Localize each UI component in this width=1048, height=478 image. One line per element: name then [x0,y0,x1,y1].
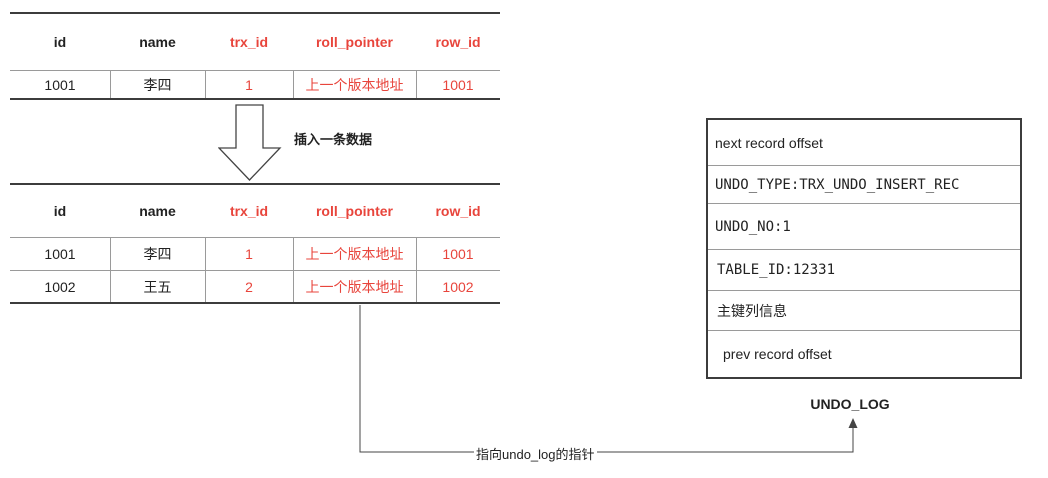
col-divider [416,71,417,98]
undo-field-next-offset: next record offset [708,120,1020,166]
undo-log-title: UNDO_LOG [810,396,890,412]
down-arrow-icon [218,104,282,181]
col-divider [110,71,111,98]
table-top-border [10,183,500,185]
table-header-row: id name trx_id roll_pointer row_id [10,185,500,237]
col-divider [293,238,294,302]
col-divider [416,238,417,302]
col-divider [205,238,206,302]
arrow-head-icon [848,418,858,428]
table-row: 1001 李四 1 上一个版本地址 1001 [10,238,500,270]
cell-row-id: 1001 [442,76,474,93]
col-divider [293,71,294,98]
header-divider [10,70,500,71]
header-trx-id: trx_id [229,34,269,50]
undo-field-type: UNDO_TYPE:TRX_UNDO_INSERT_REC [708,166,1020,204]
table-top-border [10,12,500,14]
cell-trx-id: 1 [245,76,253,93]
header-name: name [139,34,176,50]
undo-field-no: UNDO_NO:1 [708,204,1020,250]
header-roll-pointer: roll_pointer [315,203,393,219]
cell-id: 1002 [44,278,76,295]
cell-name: 王五 [143,278,172,295]
header-name: name [139,203,176,219]
table-header-row: id name trx_id roll_pointer row_id [10,14,500,70]
cell-trx-id: 1 [245,246,253,262]
table-row: 1002 王五 2 上一个版本地址 1002 [10,271,500,302]
cell-name: 李四 [143,76,172,93]
cell-row-id: 1002 [442,278,474,295]
table-after-insert: id name trx_id roll_pointer row_id 1001 … [10,183,500,305]
pointer-label: 指向undo_log的指针 [474,444,597,463]
row-divider [10,270,500,271]
header-trx-id: trx_id [229,203,269,219]
header-row-id: row_id [435,203,481,219]
insert-caption: 插入一条数据 [294,132,373,147]
undo-field-primary-key: 主键列信息 [708,291,1020,331]
cell-row-id: 1001 [442,246,474,262]
cell-roll-pointer: 上一个版本地址 [305,246,404,262]
table-bottom-border [10,302,500,304]
header-row-id: row_id [435,34,481,50]
cell-name: 李四 [143,246,172,262]
cell-roll-pointer: 上一个版本地址 [305,76,404,93]
undo-field-table-id: TABLE_ID:12331 [708,250,1020,291]
table-before-insert: id name trx_id roll_pointer row_id 1001 … [10,12,500,100]
cell-trx-id: 2 [245,278,253,295]
table-row: 1001 李四 1 上一个版本地址 1001 [10,71,500,98]
header-id: id [53,203,67,219]
header-id: id [53,34,67,50]
cell-id: 1001 [44,246,76,262]
cell-roll-pointer: 上一个版本地址 [305,278,404,295]
header-roll-pointer: roll_pointer [315,34,393,50]
header-divider [10,237,500,238]
col-divider [205,71,206,98]
undo-log-box: next record offset UNDO_TYPE:TRX_UNDO_IN… [706,118,1022,379]
undo-field-prev-offset: prev record offset [723,346,832,362]
cell-id: 1001 [44,76,76,93]
table-bottom-border [10,98,500,100]
col-divider [110,238,111,302]
